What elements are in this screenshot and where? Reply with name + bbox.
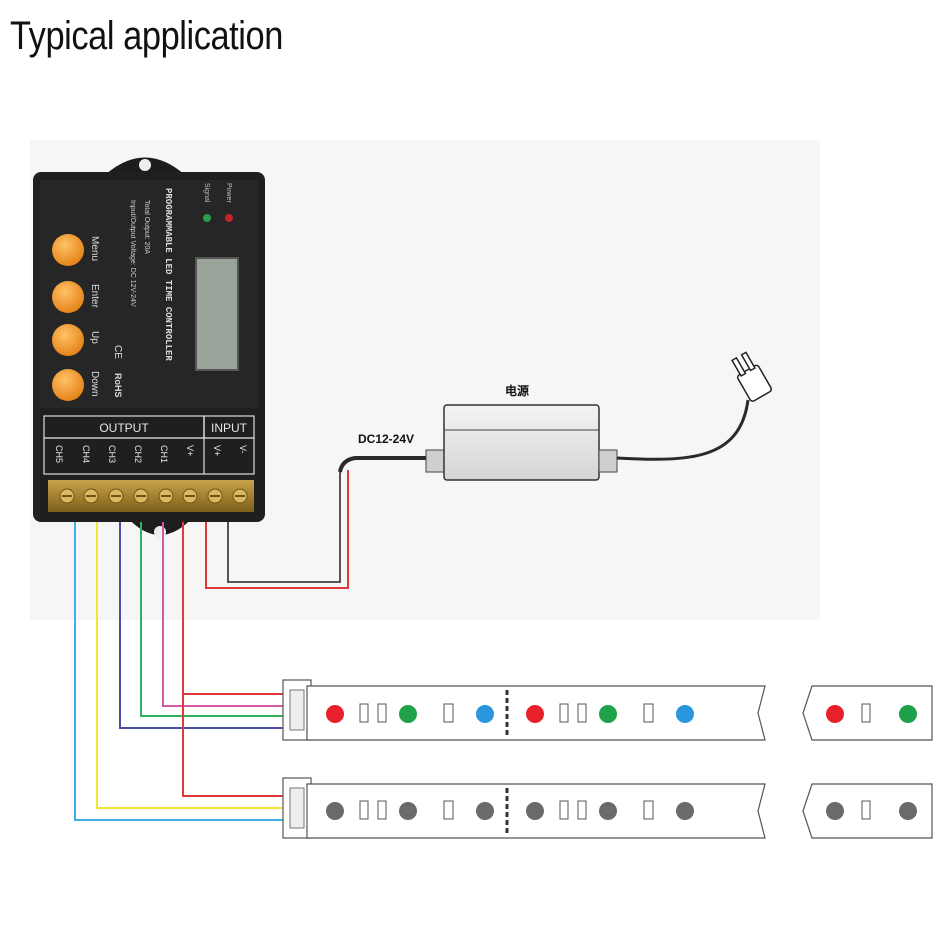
page-title: Typical application: [10, 14, 283, 58]
led-white-icon: [476, 802, 494, 820]
menu-label: Menu: [89, 236, 100, 261]
dc-voltage-label: DC12-24V: [358, 432, 414, 446]
led-green-icon: [399, 705, 417, 723]
spec-voltage: Input/Output Voltage: DC 12V-24V: [129, 200, 136, 307]
input-vminus-wire: [227, 470, 341, 583]
led-red-icon: [526, 705, 544, 723]
led-white-icon: [599, 802, 617, 820]
in-vminus-label: V-: [238, 445, 248, 454]
ch3-wire: [119, 522, 290, 729]
spec-total-output: Total Output: 20A: [143, 200, 150, 254]
led-controller: PROGRAMMABLE LED TIME CONTROLLER Total O…: [33, 157, 265, 538]
down-button[interactable]: [52, 369, 84, 401]
terminal-block: [48, 480, 254, 512]
ch5-wire: [74, 522, 290, 821]
ch1-label: CH1: [159, 445, 169, 463]
ac-strain-relief: [598, 449, 618, 473]
input-vplus-wire: [205, 470, 349, 589]
single-color-led-strip: [282, 777, 933, 839]
ch2-label: CH2: [133, 445, 143, 463]
up-button[interactable]: [52, 324, 84, 356]
out-vplus-label: V+: [185, 445, 195, 456]
led-white-icon: [676, 802, 694, 820]
mount-hole-icon: [154, 526, 166, 538]
signal-led-icon: [203, 214, 211, 222]
ch5-label: CH5: [54, 445, 64, 463]
output-label: OUTPUT: [99, 421, 149, 435]
terminal-screws: [59, 488, 248, 504]
signal-label: Signal: [203, 183, 210, 203]
strip2-segment: [802, 783, 933, 839]
ac-plug-icon: [731, 351, 773, 402]
dc-strain-relief: [425, 449, 445, 473]
power-supply-box: [443, 404, 600, 481]
vplus-wire-strip1: [182, 522, 290, 695]
power-supply-label: 电源: [505, 383, 529, 398]
led-white-icon: [399, 802, 417, 820]
in-vplus-label: V+: [212, 445, 222, 456]
down-label: Down: [89, 371, 100, 397]
power-label: Power: [225, 183, 232, 204]
dc-cable: [338, 456, 426, 473]
power-led-icon: [225, 214, 233, 222]
led-blue-icon: [476, 705, 494, 723]
menu-button[interactable]: [52, 234, 84, 266]
ac-cable: [616, 399, 750, 461]
channel-label-row: [43, 437, 255, 475]
led-green-icon: [899, 705, 917, 723]
led-red-icon: [326, 705, 344, 723]
ch4-wire: [96, 522, 290, 809]
led-white-icon: [526, 802, 544, 820]
up-label: Up: [89, 331, 100, 344]
vplus-wire-strip2: [182, 694, 290, 797]
power-supply: 电源 DC12-24V: [338, 351, 773, 481]
led-white-icon: [326, 802, 344, 820]
rohs-mark: RoHS: [113, 373, 123, 398]
ch1-wire: [162, 522, 290, 707]
controller-heading: PROGRAMMABLE LED TIME CONTROLLER: [163, 188, 173, 361]
enter-label: Enter: [89, 284, 100, 309]
ce-mark: CE: [112, 345, 123, 359]
rgb-led-strip: [282, 679, 933, 741]
led-red-icon: [826, 705, 844, 723]
ch3-label: CH3: [107, 445, 117, 463]
ch4-label: CH4: [81, 445, 91, 463]
enter-button[interactable]: [52, 281, 84, 313]
led-green-icon: [599, 705, 617, 723]
strip1-segment: [802, 685, 933, 741]
led-blue-icon: [676, 705, 694, 723]
lcd-display: [195, 257, 239, 371]
ch2-wire: [140, 522, 290, 717]
input-label: INPUT: [211, 421, 248, 435]
led-white-icon: [826, 802, 844, 820]
wires: [74, 470, 349, 821]
led-white-icon: [899, 802, 917, 820]
mount-hole-icon: [139, 159, 151, 171]
